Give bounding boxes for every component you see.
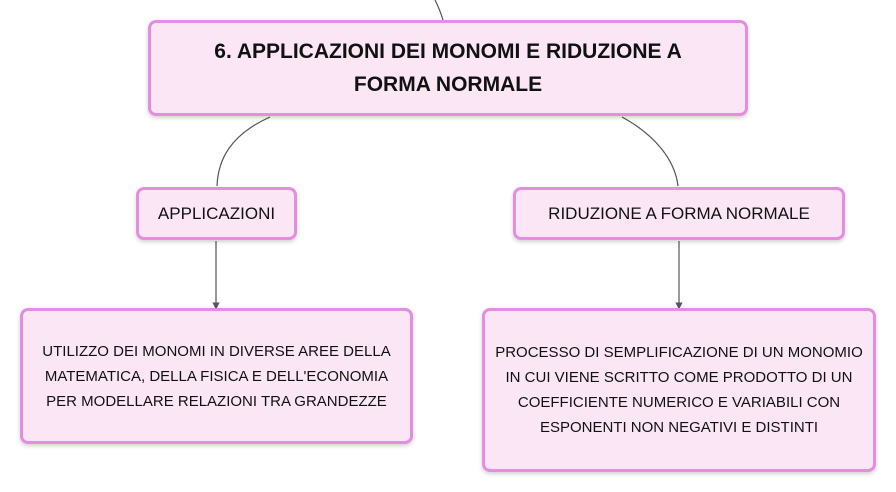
riduzione-node[interactable]: RIDUZIONE A FORMA NORMALE (513, 187, 845, 240)
applicazioni-node[interactable]: APPLICAZIONI (136, 187, 297, 240)
applicazioni-description-node[interactable]: UTILIZZO DEI MONOMI IN DIVERSE AREE DELL… (20, 308, 413, 444)
riduzione-description-text: PROCESSO DI SEMPLIFICAZIONE DI UN MONOMI… (495, 344, 863, 436)
riduzione-description-node[interactable]: PROCESSO DI SEMPLIFICAZIONE DI UN MONOMI… (482, 308, 876, 472)
applicazioni-label: APPLICAZIONI (157, 203, 276, 223)
applicazioni-description-text: UTILIZZO DEI MONOMI IN DIVERSE AREE DELL… (42, 342, 391, 410)
riduzione-label: RIDUZIONE A FORMA NORMALE (548, 203, 810, 223)
link-main-to-riduzione (621, 116, 679, 187)
main-topic-label: 6. APPLICAZIONI DEI MONOMI E RIDUZIONE A… (214, 40, 682, 96)
main-topic-node[interactable]: 6. APPLICAZIONI DEI MONOMI E RIDUZIONE A… (148, 20, 748, 116)
link-parent-to-main (434, 0, 444, 21)
link-main-to-applicazioni (216, 116, 271, 187)
